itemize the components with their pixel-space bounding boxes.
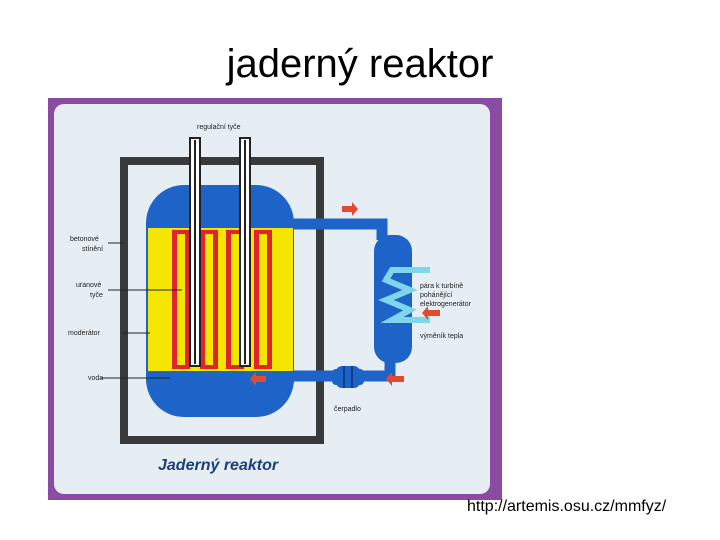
diagram-title: Jaderný reaktor (158, 457, 279, 474)
leader-lines (100, 242, 182, 379)
label-moderator: moderátor (68, 330, 101, 337)
label-steam-3: elektrogenerátor (420, 301, 472, 308)
label-water: voda (88, 375, 103, 382)
slide-title: jaderný reaktor (226, 42, 494, 86)
label-steam-2: pohánějící (420, 292, 452, 299)
source-link[interactable]: http://artemis.osu.cz/mmfyz/ (467, 498, 667, 515)
heat-exchanger-coil (378, 267, 430, 323)
control-rods (189, 137, 251, 367)
flow-arrows (250, 202, 440, 386)
label-heat-exchanger: výměník tepla (420, 333, 463, 340)
pump (332, 366, 364, 388)
label-uranium-rods-1: uranové (76, 282, 101, 289)
label-concrete-shield-1: betonové (70, 236, 99, 243)
label-uranium-rods-2: tyče (90, 292, 103, 299)
label-control-rods: regulační tyče (197, 124, 241, 131)
label-steam-1: pára k turbíně (420, 283, 463, 290)
label-concrete-shield-2: stínění (82, 246, 103, 253)
label-pump: čerpadlo (334, 406, 361, 413)
concrete-shield (120, 157, 324, 444)
